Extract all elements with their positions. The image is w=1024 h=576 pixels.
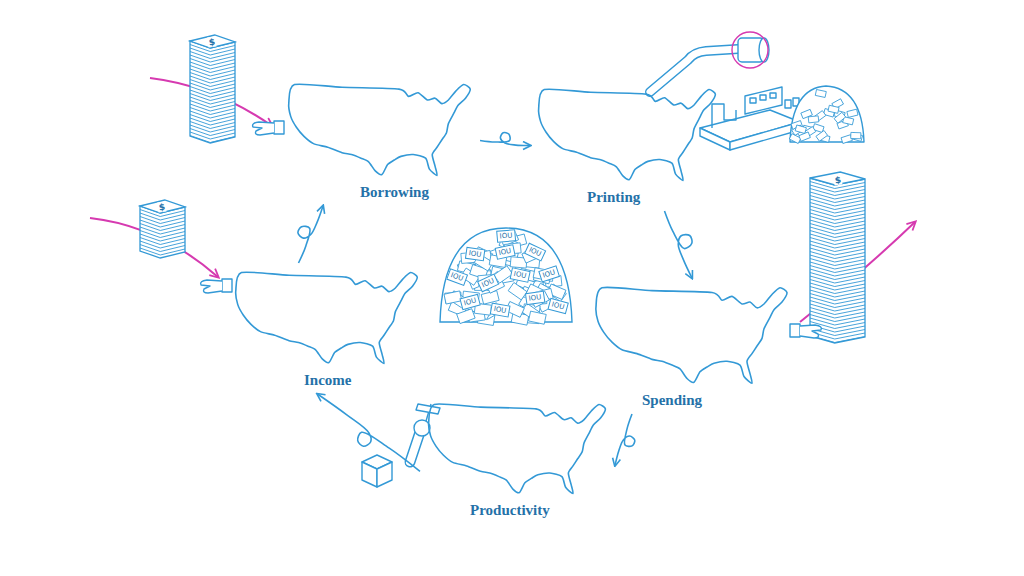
iou-note: IOU	[538, 265, 559, 282]
iou-note-shape	[851, 133, 862, 142]
iou-note: IOU	[496, 229, 516, 243]
iou-note-shape	[815, 90, 826, 98]
iou-note-shape	[816, 130, 828, 141]
map-node: Printing	[535, 85, 720, 206]
cycle-arrow	[298, 206, 323, 263]
stage-label: Income	[304, 371, 352, 389]
iou-note-shape	[828, 105, 839, 113]
money-stack	[810, 172, 865, 343]
currency-mark: $	[207, 36, 217, 47]
us-map-outline	[232, 268, 422, 368]
map-node: Spending	[592, 283, 792, 409]
currency-mark: $	[833, 174, 843, 185]
money-stack	[190, 35, 235, 143]
iou-note: IOU	[446, 268, 468, 286]
iou-note-shape	[808, 116, 819, 123]
map-node: Income	[232, 268, 422, 389]
iou-note-shape	[795, 125, 806, 134]
cycle-arrow	[480, 132, 530, 145]
stage-label: Borrowing	[360, 183, 429, 201]
money-pile	[789, 90, 862, 144]
iou-note: IOU	[524, 243, 546, 262]
stage-label: Spending	[642, 391, 702, 409]
us-map-outline	[592, 283, 792, 388]
cycle-arrow	[318, 394, 421, 471]
iou-note: IOU	[477, 274, 499, 293]
money-stacks	[140, 35, 865, 343]
cycle-arrow	[665, 211, 693, 278]
iou-note-shape	[847, 109, 858, 117]
iou-note: IOU	[465, 247, 485, 261]
us-map-outline	[535, 85, 720, 185]
us-map-outline	[425, 400, 610, 498]
iou-note: IOU	[495, 244, 516, 260]
us-map-outline	[285, 80, 475, 180]
iou-notes	[444, 231, 566, 326]
product-cube	[362, 455, 392, 487]
money-stack	[140, 200, 185, 258]
open-hands	[201, 121, 822, 338]
iou-note: IOU	[547, 298, 568, 314]
iou-note-shape	[457, 309, 475, 324]
stage-label: Productivity	[470, 501, 550, 519]
iou-note: IOU	[459, 294, 480, 310]
printing-press	[650, 32, 864, 150]
stage-label: Printing	[587, 188, 640, 206]
iou-note-shape	[529, 311, 547, 324]
map-node: Productivity	[425, 400, 610, 519]
iou-note: IOU	[490, 302, 511, 317]
iou-note: IOU	[510, 267, 531, 283]
currency-mark: $	[157, 201, 167, 212]
iou-note-shape	[834, 112, 846, 123]
iou-note-shape	[851, 132, 861, 138]
cycle-arrow	[615, 414, 635, 465]
iou-note-shape	[508, 283, 527, 300]
map-node: Borrowing	[285, 80, 475, 201]
iou-pile	[440, 228, 572, 322]
hammer-fist	[410, 404, 440, 462]
iou-note: IOU	[525, 291, 545, 305]
iou-note-shape	[799, 132, 811, 141]
